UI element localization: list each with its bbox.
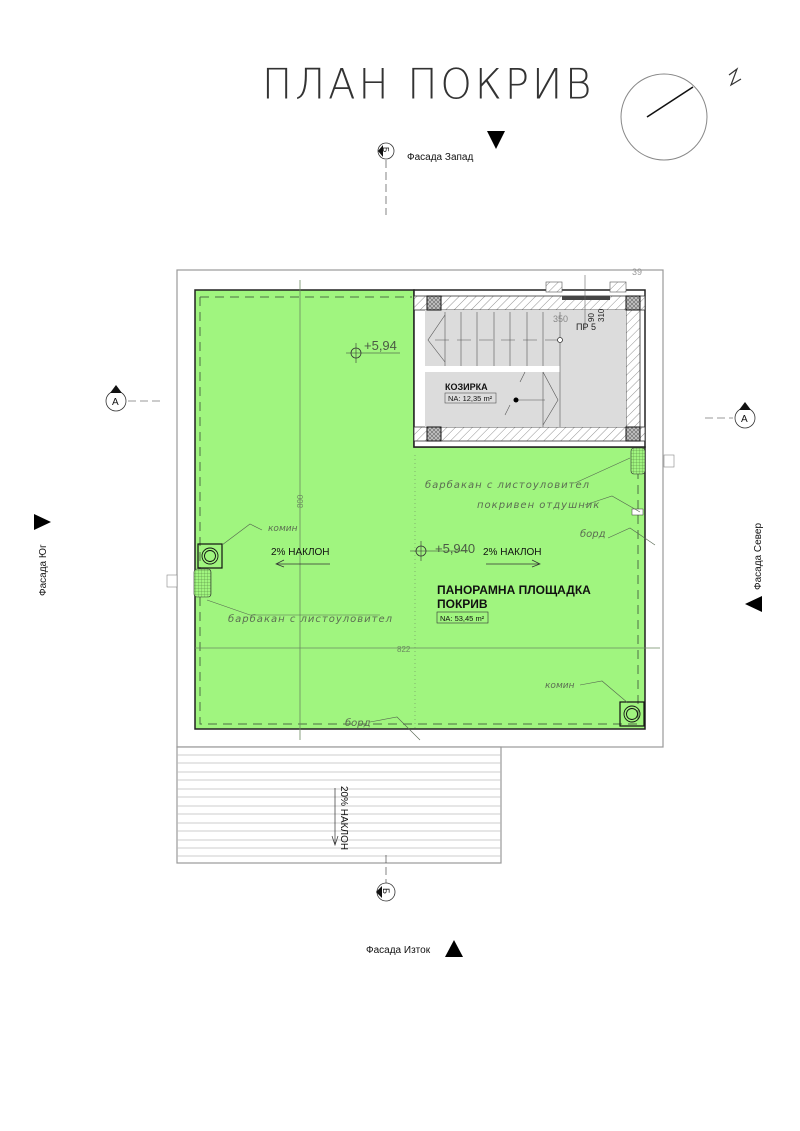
slope-lower: 20% НАКЛОН: [338, 786, 349, 850]
page-title: ПЛАН ПОКРИВ: [262, 60, 595, 110]
stair-block: [413, 275, 646, 448]
slope-left: 2% НАКЛОН: [271, 547, 330, 558]
depth-dimension: 800: [296, 494, 305, 508]
elevation-marker-upper: [346, 343, 400, 363]
annotation-edge-right: борд: [580, 528, 606, 540]
chimney-left-icon: [197, 543, 223, 569]
facade-east-arrow-icon: [445, 940, 463, 957]
annotation-chimney-left: комин: [268, 524, 298, 534]
lower-roof: [176, 746, 502, 864]
width-dimension: 822: [397, 645, 411, 654]
terrace-name-line2: ПОКРИВ: [437, 597, 488, 611]
facade-south-arrow-icon: [34, 514, 51, 530]
elevation-upper: +5,94: [364, 338, 397, 353]
facade-east-label: Фасада Изток: [366, 945, 431, 956]
gutter-left-icon: [193, 568, 212, 598]
facade-south-label: Фасада Юг: [38, 544, 49, 596]
facade-west-arrow-icon: [487, 131, 505, 149]
chimney-right-icon: [619, 701, 645, 727]
window-width: 90: [587, 313, 596, 322]
canopy-name: КОЗИРКА: [445, 382, 488, 392]
annotation-chimney-right: комин: [545, 681, 575, 691]
elevation-main: +5,940: [435, 541, 475, 556]
section-label-a-right: A: [741, 414, 748, 425]
slope-right: 2% НАКЛОН: [483, 547, 542, 558]
annotation-gutter-left: барбакан с листоуловител: [228, 613, 393, 625]
elevation-marker-main: [410, 541, 468, 561]
annotation-edge-bottom: борд: [345, 717, 371, 729]
slope-right-arrow-icon: [486, 559, 541, 568]
north-arrow: [620, 67, 742, 161]
vent-icon: [631, 508, 644, 516]
north-letter-icon: [728, 67, 742, 87]
section-label-b-top: Б: [381, 147, 390, 152]
window-label: ПР 5: [576, 322, 596, 332]
annotation-vent: покривен отдушник: [477, 500, 600, 511]
top-offset-dimension: 39: [632, 267, 642, 277]
section-label-a-left: A: [112, 397, 119, 408]
north-arrow-icon: [646, 86, 694, 118]
slope-left-arrow-icon: [275, 559, 330, 568]
section-marker-a-right: [705, 402, 756, 429]
terrace-name-line1: ПАНОРАМНА ПЛОЩАДКА: [437, 583, 591, 597]
facade-north-label: Фасада Север: [753, 523, 764, 590]
section-marker-a-left: [105, 385, 160, 412]
facade-west-label: Фасада Запад: [407, 152, 473, 163]
section-marker-b-bottom: [376, 855, 396, 902]
terrace-area: NA: 53,45 m²: [440, 614, 485, 623]
window-height: 310: [597, 308, 606, 322]
section-label-b-bottom: Б: [381, 888, 391, 894]
gutter-right-icon: [630, 447, 646, 475]
facade-north-arrow-icon: [745, 596, 762, 612]
stair-dimension: 350: [553, 314, 568, 324]
section-marker-b-top: [377, 142, 395, 215]
annotation-gutter-right: барбакан с листоуловител: [425, 479, 590, 491]
slope-lower-arrow-icon: [331, 788, 339, 847]
canopy-area: NA: 12,35 m²: [448, 394, 493, 403]
